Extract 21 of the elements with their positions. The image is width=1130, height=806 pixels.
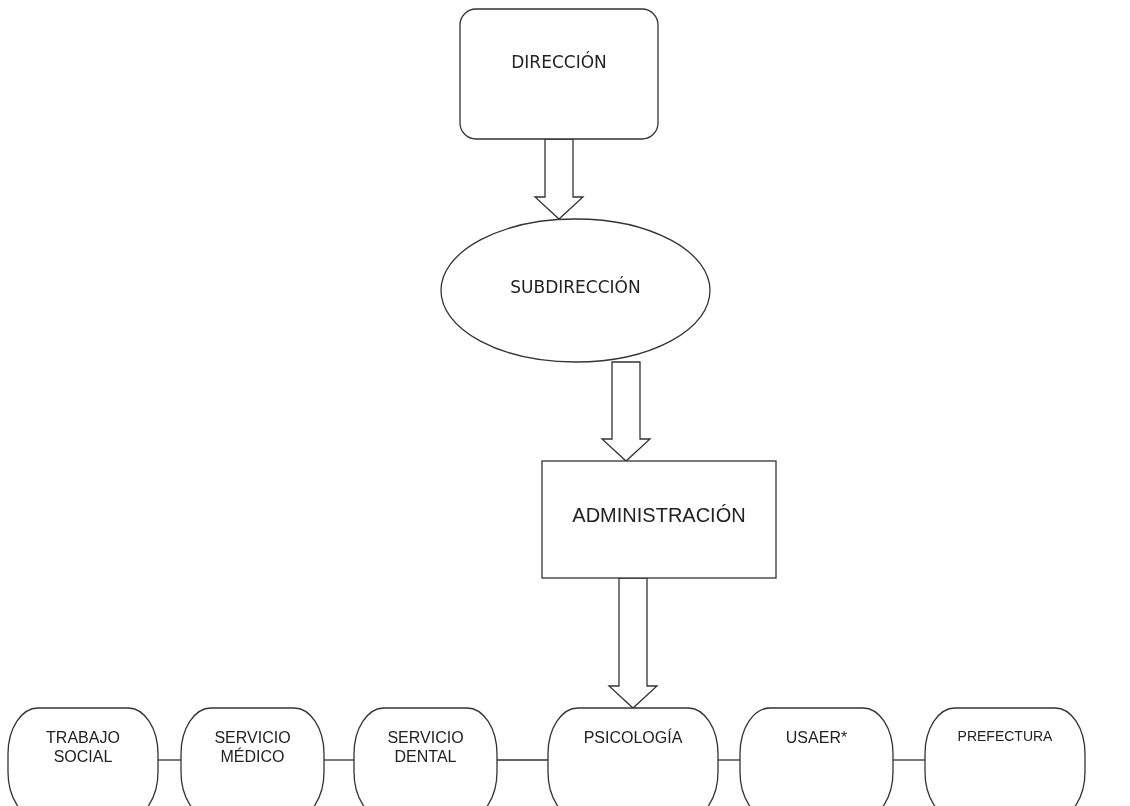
node-label: DIRECCIÓN xyxy=(511,52,607,74)
node-label: USAER* xyxy=(785,728,848,748)
block-arrow xyxy=(533,138,585,220)
department-box xyxy=(740,708,893,806)
node-label: PREFECTURA xyxy=(957,728,1053,746)
node-label: SERVICIO DENTAL xyxy=(386,728,465,768)
node-label: SERVICIO MÉDICO xyxy=(213,728,292,768)
department-box xyxy=(8,708,158,806)
process-box xyxy=(542,461,776,578)
department-box xyxy=(181,708,324,806)
node-label: SUBDIRECCIÓN xyxy=(510,277,641,299)
department-box xyxy=(548,708,718,806)
node-label: TRABAJO SOCIAL xyxy=(45,728,121,768)
department-box xyxy=(354,708,497,806)
ellipse-node xyxy=(441,219,710,362)
department-box xyxy=(925,708,1085,806)
node-label: ADMINISTRACIÓN xyxy=(572,503,746,528)
node-label: PSICOLOGÍA xyxy=(583,728,683,748)
block-arrow xyxy=(607,577,659,709)
block-arrow xyxy=(600,361,652,462)
process-box xyxy=(460,9,658,139)
